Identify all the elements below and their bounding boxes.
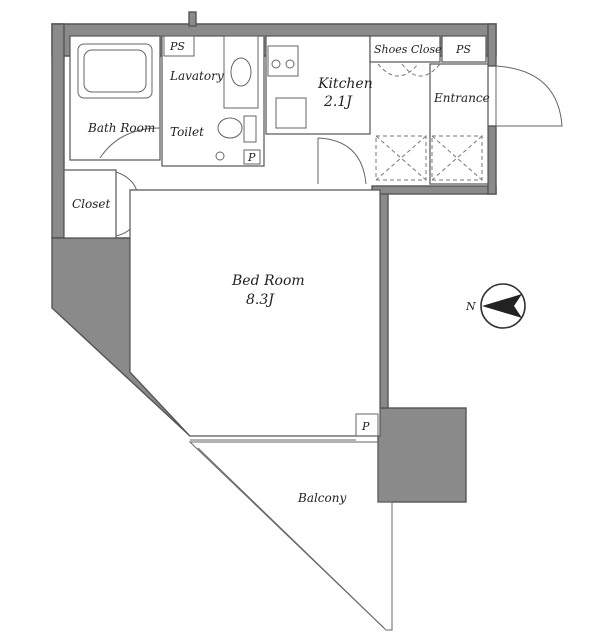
- shoe-area-left-x: [375, 135, 427, 181]
- closet: Closet: [63, 169, 139, 239]
- p-box-balcony: [355, 413, 379, 437]
- duct-stub: [188, 11, 197, 27]
- bedroom-right-wall: [379, 189, 389, 409]
- balcony-outline: [188, 441, 393, 631]
- shoes-closet-label: Shoes Closet: [374, 43, 447, 56]
- toilet-tank: [243, 115, 257, 143]
- balcony: Balcony: [188, 441, 393, 631]
- closet-door-arcs: [377, 63, 441, 77]
- p-box-toilet: [243, 149, 261, 165]
- bed-room-label: Bed Room: [231, 273, 305, 289]
- shoe-area-right: [431, 135, 483, 181]
- floor-drain: [215, 151, 225, 161]
- kitchen-area: [265, 35, 371, 135]
- kitchen-size: 2.1J: [323, 94, 353, 110]
- ps-box-left: [163, 35, 195, 57]
- compass-north-label: N: [465, 300, 476, 313]
- bed-room-size: 8.3J: [246, 292, 275, 308]
- kitchen-label: Kitchen: [317, 76, 373, 92]
- ps-left-tag: PS: [169, 40, 185, 53]
- ps-right-tag: PS: [455, 43, 471, 56]
- lavatory-label: Lavatory: [169, 69, 224, 83]
- p-toilet-tag: P: [247, 151, 256, 164]
- entrance-label: Entrance: [433, 91, 490, 105]
- balcony-label: Balcony: [297, 491, 346, 505]
- bath-door-swing: [99, 127, 161, 159]
- entrance-right-wall: [487, 23, 497, 67]
- burner-2: [285, 59, 295, 69]
- toilet-label: Toilet: [170, 125, 204, 139]
- compass: N: [465, 283, 526, 329]
- bathtub-inner: [83, 49, 147, 93]
- wash-basin: [230, 57, 252, 87]
- sink: [275, 97, 307, 129]
- burner-1: [271, 59, 281, 69]
- lavatory-area: [161, 35, 265, 167]
- ps-box-right: [441, 35, 487, 63]
- bath-room-label: Bath Room: [87, 121, 155, 135]
- corner-pillar: [377, 407, 467, 503]
- stove-top: [267, 45, 299, 77]
- entrance-zone: Shoes Closet PS Entrance: [369, 35, 563, 185]
- entrance-bottom-wall: [371, 185, 497, 195]
- bathtub: [77, 43, 153, 99]
- bed-room: Bed Room 8.3J P: [129, 189, 381, 441]
- toilet-bowl: [217, 117, 243, 139]
- kitchen-door-swing: [317, 137, 367, 185]
- bath-room: Bath Room: [69, 35, 161, 161]
- closet-area: [63, 169, 117, 239]
- balcony-rail: [197, 447, 385, 629]
- front-door-swing: [495, 65, 563, 127]
- p-balcony-tag: P: [361, 420, 370, 433]
- entrance-right-wall-lower: [487, 125, 497, 195]
- lavatory-toilet: PS Lavatory Toilet P: [161, 35, 265, 167]
- kitchen: Kitchen 2.1J: [265, 35, 373, 185]
- compass-needle-icon: [482, 294, 522, 318]
- entrance-area: [429, 63, 489, 185]
- shoe-area-left: [375, 135, 427, 181]
- shoes-closet-box: [369, 35, 441, 63]
- vanity-counter: [223, 35, 259, 109]
- left-wall: [51, 23, 65, 239]
- closet-label: Closet: [72, 197, 111, 211]
- bed-room-area: [129, 189, 381, 437]
